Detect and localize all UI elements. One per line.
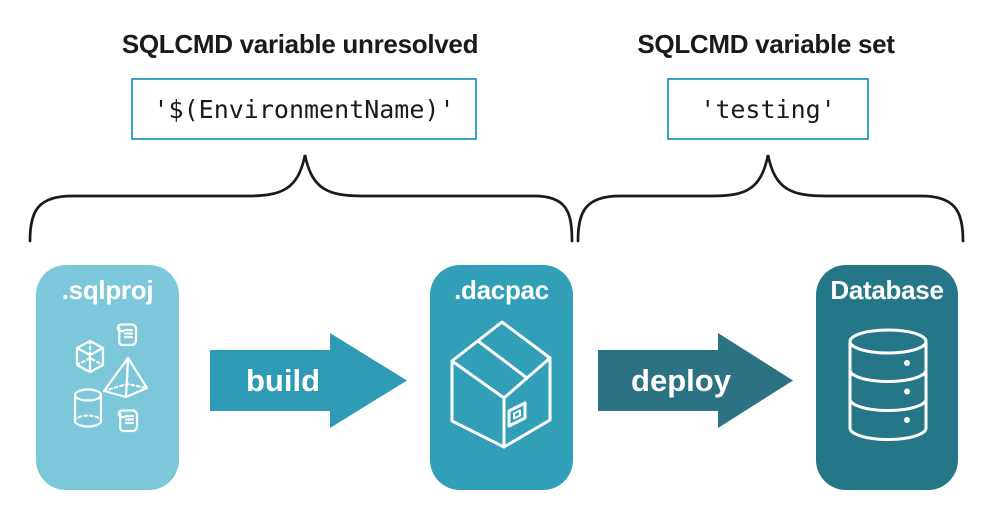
card-dacpac: .dacpac: [430, 265, 573, 490]
left-brace: [28, 154, 574, 243]
deploy-arrow: deploy: [598, 333, 793, 428]
scroll-icon: [117, 409, 139, 433]
right-brace: [576, 154, 965, 243]
card-sqlproj: .sqlproj: [36, 265, 179, 490]
scroll-icon: [116, 323, 138, 347]
build-arrow-shape: [210, 333, 407, 428]
package-box-icon: [450, 320, 552, 449]
dacpac-label: .dacpac: [454, 275, 549, 305]
deploy-arrow-label: deploy: [631, 362, 731, 398]
heading-sqlcmd-set: SQLCMD variable set: [637, 29, 895, 59]
cube-icon: [75, 339, 105, 374]
database-label: Database: [830, 275, 944, 305]
database-cylinder-icon: [848, 328, 928, 441]
unresolved-variable-value: '$(EnvironmentName)': [153, 94, 455, 124]
sqlproj-label: .sqlproj: [61, 275, 154, 305]
deploy-arrow-shape: [598, 333, 793, 428]
sqlproj-icons: [73, 323, 149, 433]
card-database: Database: [816, 265, 958, 490]
cylinder-icon: [73, 388, 103, 428]
build-arrow-label: build: [245, 362, 321, 398]
value-box-set: 'testing': [667, 78, 869, 140]
build-arrow: build: [210, 333, 407, 428]
pyramid-icon: [102, 356, 149, 399]
heading-sqlcmd-unresolved: SQLCMD variable unresolved: [121, 29, 479, 59]
value-box-unresolved: '$(EnvironmentName)': [131, 78, 477, 140]
dacpac-icon-wrap: [447, 318, 555, 455]
set-variable-value: 'testing': [700, 94, 836, 124]
database-icon-wrap: [843, 328, 933, 449]
